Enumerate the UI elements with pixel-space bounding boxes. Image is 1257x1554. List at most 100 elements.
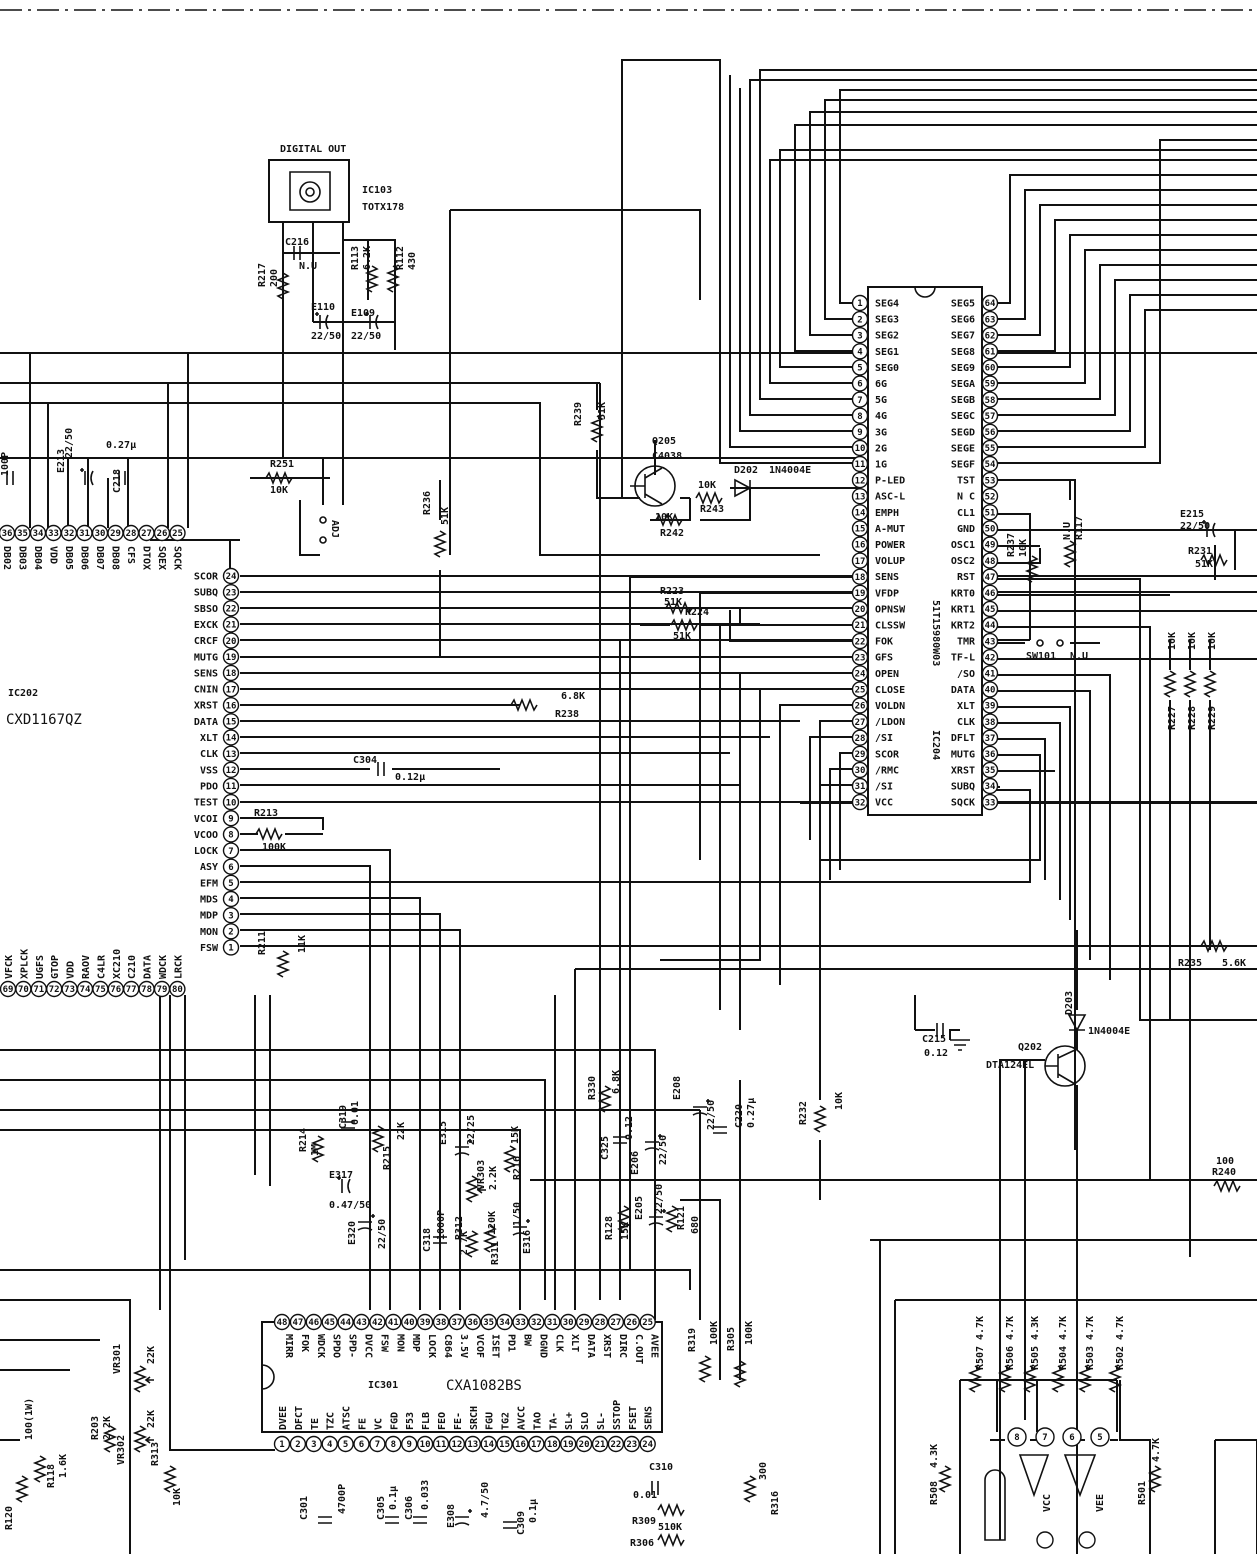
- r113-ref: R113: [350, 246, 361, 270]
- r501-symbol: [1147, 1465, 1163, 1493]
- ic301-pin-9-number: 9: [406, 1440, 411, 1450]
- r213-val: 100K: [262, 842, 286, 853]
- ic204-pin-16-number: 16: [855, 541, 866, 551]
- r311-val: 120K: [487, 1211, 498, 1235]
- ic301-pin-36: 36: [464, 1313, 481, 1331]
- ic204-pin-27: 27: [851, 713, 869, 730]
- c218-val: 0.27μ: [106, 440, 136, 451]
- c310-symbol: [651, 1481, 659, 1495]
- ic204-pin-50: 50: [981, 520, 999, 537]
- ic301-pin-27-number: 27: [610, 1318, 621, 1328]
- ic301-ref: IC301: [368, 1380, 398, 1391]
- ic204-pin-11: 11: [851, 455, 869, 473]
- ic202-pin-70-number: 70: [18, 985, 29, 995]
- ic202-pin-23: 23: [222, 583, 240, 601]
- ic204-pin-44: 44: [981, 616, 999, 634]
- cap100p-symbol: [6, 471, 14, 485]
- ic202-pin-30: 30: [91, 524, 109, 542]
- ic204-pin-2-number: 2: [857, 315, 862, 325]
- c215-symbol: [936, 1023, 944, 1037]
- ic301-pin-43-label: DVCC: [363, 1334, 374, 1358]
- d203-icon: [1067, 1014, 1087, 1032]
- ic202-pin-16: 16: [222, 697, 240, 714]
- e308-ref: E308: [446, 1504, 457, 1528]
- r330-val: 6.8K: [611, 1070, 622, 1094]
- ic202-pin-34-number: 34: [33, 529, 44, 539]
- d202-ref: D202: [734, 465, 758, 476]
- c304-val: 0.12μ: [395, 772, 425, 783]
- ic204-pin-60-number: 60: [985, 364, 996, 374]
- ic301-pin-15: 15: [496, 1435, 513, 1453]
- ic202-pin-31-label: DB06: [79, 546, 90, 570]
- ic202-pin-80-label: LRCK: [173, 955, 184, 979]
- r239-val: 51K: [597, 402, 608, 420]
- ic202-pin-11-label: PDO: [200, 781, 218, 792]
- ic202-pin-5: 5: [222, 874, 240, 892]
- ic301-pin-27-label: DIRC: [617, 1334, 628, 1358]
- ic204-pin-16: 16: [851, 536, 869, 553]
- ic301-pin-15-label: TG2: [501, 1412, 512, 1430]
- ic301-pin-8-label: FGD: [389, 1412, 400, 1430]
- r229-symbol: [1202, 670, 1218, 698]
- r504-ref: R504: [1058, 1346, 1069, 1370]
- r238-ref: R238: [555, 709, 579, 720]
- ic301-pin-12-label: FE-: [453, 1412, 464, 1430]
- ic204-pin-31-label: /SI: [875, 782, 893, 793]
- ic301-top-pins: 48MIRR47FOK46WDCK45SPDO44SPD-43DVCC42FSW…: [273, 1313, 660, 1364]
- ic202-pin-31-number: 31: [79, 529, 90, 539]
- ic301-pin-2: 2: [289, 1435, 307, 1453]
- ic301-pin-20-number: 20: [579, 1440, 590, 1450]
- ic204-pin-19-label: VFDP: [875, 588, 899, 599]
- ic301-pin-30-label: XLT: [569, 1334, 580, 1352]
- ic301-pin-25-label: AVEE: [649, 1334, 660, 1358]
- r319-ref: R319: [687, 1328, 698, 1352]
- ic301-pin-42-label: FSW: [378, 1334, 389, 1353]
- ic202-pin-23-label: SUBQ: [194, 588, 218, 599]
- ic202-pin-72-label: GTOP: [50, 955, 61, 979]
- r502-symbol: [1107, 1365, 1123, 1393]
- ic301-pin-32: 32: [528, 1313, 545, 1331]
- ic202-pin-20-label: CRCF: [194, 636, 218, 647]
- ic202-pin-23-number: 23: [226, 588, 237, 598]
- ic301-pin-16: 16: [512, 1435, 529, 1453]
- ic204-pin-55: 55: [981, 439, 999, 457]
- ic204-pin-16-label: POWER: [875, 540, 906, 551]
- ic204-pin-13-number: 13: [855, 492, 866, 502]
- ic204-pin-6-label: 6G: [875, 379, 887, 390]
- ic202-pin-25-label: SQCK: [172, 546, 183, 570]
- ic204-pin-17: 17: [851, 552, 869, 569]
- ic204-pin-28: 28: [851, 729, 869, 746]
- c215-ref: C215: [922, 1034, 946, 1045]
- opamp-b-icon: [1063, 1454, 1097, 1498]
- ic202-pin-32-label: DB05: [63, 546, 74, 570]
- ic301-pin-22-label: SSTOP: [612, 1400, 623, 1430]
- ic204-pin-27-number: 27: [855, 718, 866, 728]
- wiring: [0, 59, 1257, 1554]
- c306-ref: C306: [404, 1496, 415, 1520]
- r228-symbol: [1182, 670, 1198, 698]
- ic204-pin-49: 49: [981, 536, 999, 553]
- ic204-pin-5: 5: [851, 359, 869, 376]
- ic204-notch: [914, 286, 936, 298]
- ic202-pin-3: 3: [222, 906, 240, 924]
- ic204-pin-23-number: 23: [855, 653, 866, 663]
- r305-ref: R305: [726, 1327, 737, 1351]
- r236-ref: R236: [422, 491, 433, 515]
- r223-symbol: [665, 600, 693, 616]
- adj-switch: ADJ: [319, 516, 340, 544]
- e110-symbol: [315, 312, 329, 330]
- c301-val: 4700P: [337, 1484, 348, 1514]
- ic204-pin-40-number: 40: [985, 686, 996, 696]
- r216-val: 15K: [510, 1126, 521, 1144]
- q202-ref: Q202: [1018, 1042, 1042, 1053]
- ic204-pin-48-number: 48: [985, 557, 996, 567]
- r217-symbol: [275, 272, 291, 300]
- r502-ref: R502: [1115, 1346, 1126, 1370]
- ic301-pin-32-number: 32: [531, 1318, 542, 1328]
- r502-val: 4.7K: [1115, 1316, 1126, 1340]
- r242-symbol: [655, 512, 683, 528]
- ic301-pin-29-label: DATA: [585, 1334, 596, 1358]
- ic204-pin-64: 64: [981, 294, 999, 312]
- r508-ref: R508: [929, 1481, 940, 1505]
